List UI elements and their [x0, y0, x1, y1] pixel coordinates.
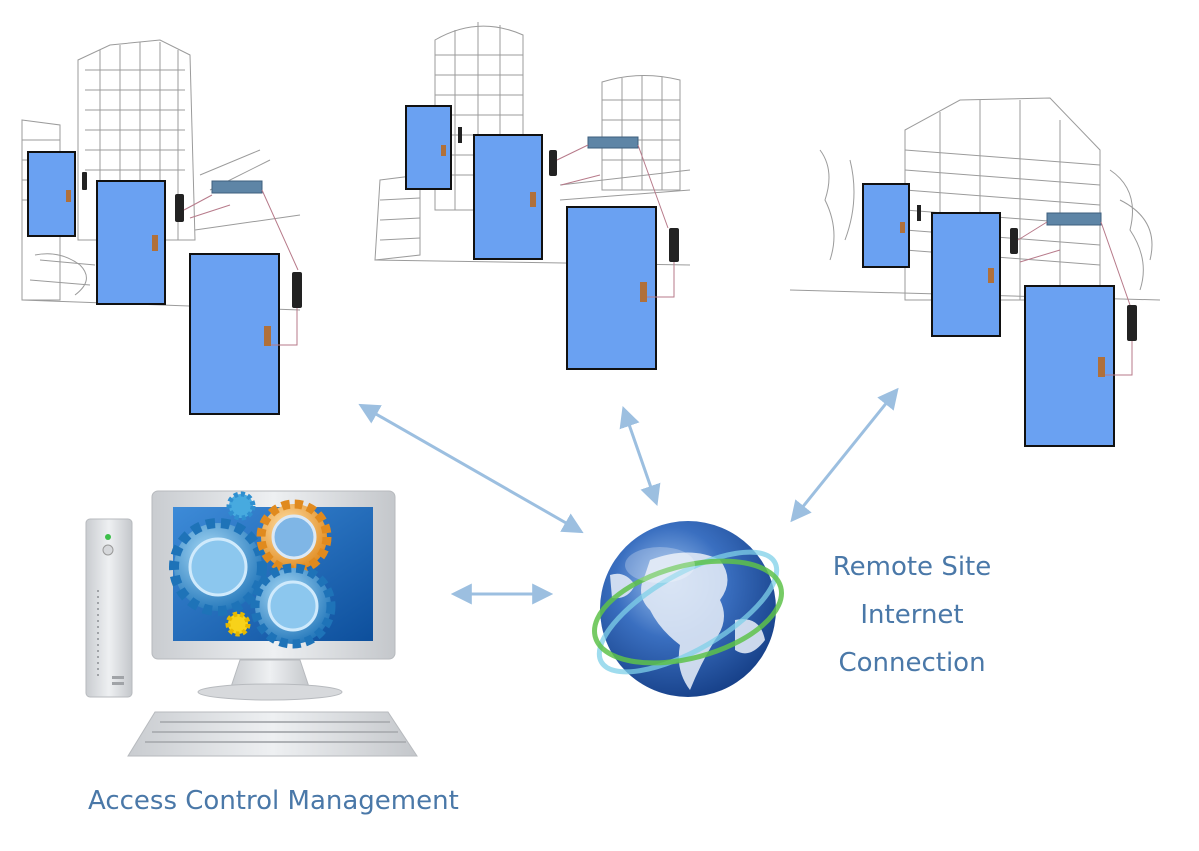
- building-sketch-icon: [21, 39, 301, 311]
- bidirectional-arrow-icon: [619, 406, 661, 506]
- bidirectional-arrow-icon: [358, 403, 584, 534]
- gear-icon: [256, 499, 332, 575]
- keypad-reader-icon: [82, 172, 87, 190]
- cable-line: [183, 189, 299, 271]
- caption-line: Remote Site: [832, 552, 992, 582]
- keypad-reader-icon: [175, 194, 184, 222]
- door-handle: [1098, 357, 1105, 377]
- continents: [610, 552, 765, 690]
- keyboard-icon: [127, 711, 418, 757]
- remote-site-right: [789, 97, 1161, 447]
- connection-arrows: [358, 387, 899, 605]
- gear-icon: [226, 491, 256, 521]
- network-switch-icon: [211, 180, 263, 194]
- door-handle: [264, 326, 271, 346]
- cable-line: [271, 308, 298, 346]
- computer-tower: [85, 518, 133, 698]
- caption-line: Internet: [860, 600, 964, 630]
- desktop-computer-icon: [85, 490, 418, 757]
- caption-line: Connection: [838, 648, 986, 678]
- keypad-reader-icon: [549, 150, 557, 176]
- network-switch-icon: [587, 136, 639, 149]
- door-handle: [530, 192, 536, 207]
- globe-icon: [592, 521, 784, 697]
- door-handle: [988, 268, 994, 283]
- network-switch-icon: [1046, 212, 1102, 226]
- gear-icon: [250, 563, 336, 649]
- power-light: [105, 534, 111, 540]
- bidirectional-arrow-icon: [790, 387, 899, 523]
- keypad-reader-icon: [1127, 305, 1137, 341]
- orbit-ring: [596, 549, 780, 675]
- door-handle: [640, 282, 647, 302]
- door-handle: [441, 145, 446, 156]
- gear-icon: [169, 518, 267, 616]
- globe-highlight: [625, 547, 695, 583]
- keypad-reader-icon: [292, 272, 302, 308]
- access-control-management-caption: Access Control Management: [88, 786, 459, 816]
- door-handle: [66, 190, 71, 202]
- keypad-reader-icon: [917, 205, 921, 221]
- remote-site-center: [374, 22, 691, 370]
- orbit-ring: [592, 558, 784, 666]
- keypad-reader-icon: [669, 228, 679, 262]
- remote-site-caption: Remote Site Internet Connection: [812, 543, 1012, 687]
- cable-line: [647, 262, 675, 298]
- cable-line: [1105, 341, 1133, 376]
- gear-icon: [225, 611, 251, 637]
- building-sketch-icon: [789, 97, 1161, 301]
- door-handle: [152, 235, 158, 251]
- keypad-reader-icon: [1010, 228, 1018, 254]
- power-button: [102, 544, 114, 556]
- keypad-reader-icon: [458, 127, 462, 143]
- remote-site-left: [21, 39, 302, 415]
- cable-line: [556, 144, 669, 229]
- door-handle: [900, 222, 905, 233]
- cable-line: [1017, 221, 1131, 306]
